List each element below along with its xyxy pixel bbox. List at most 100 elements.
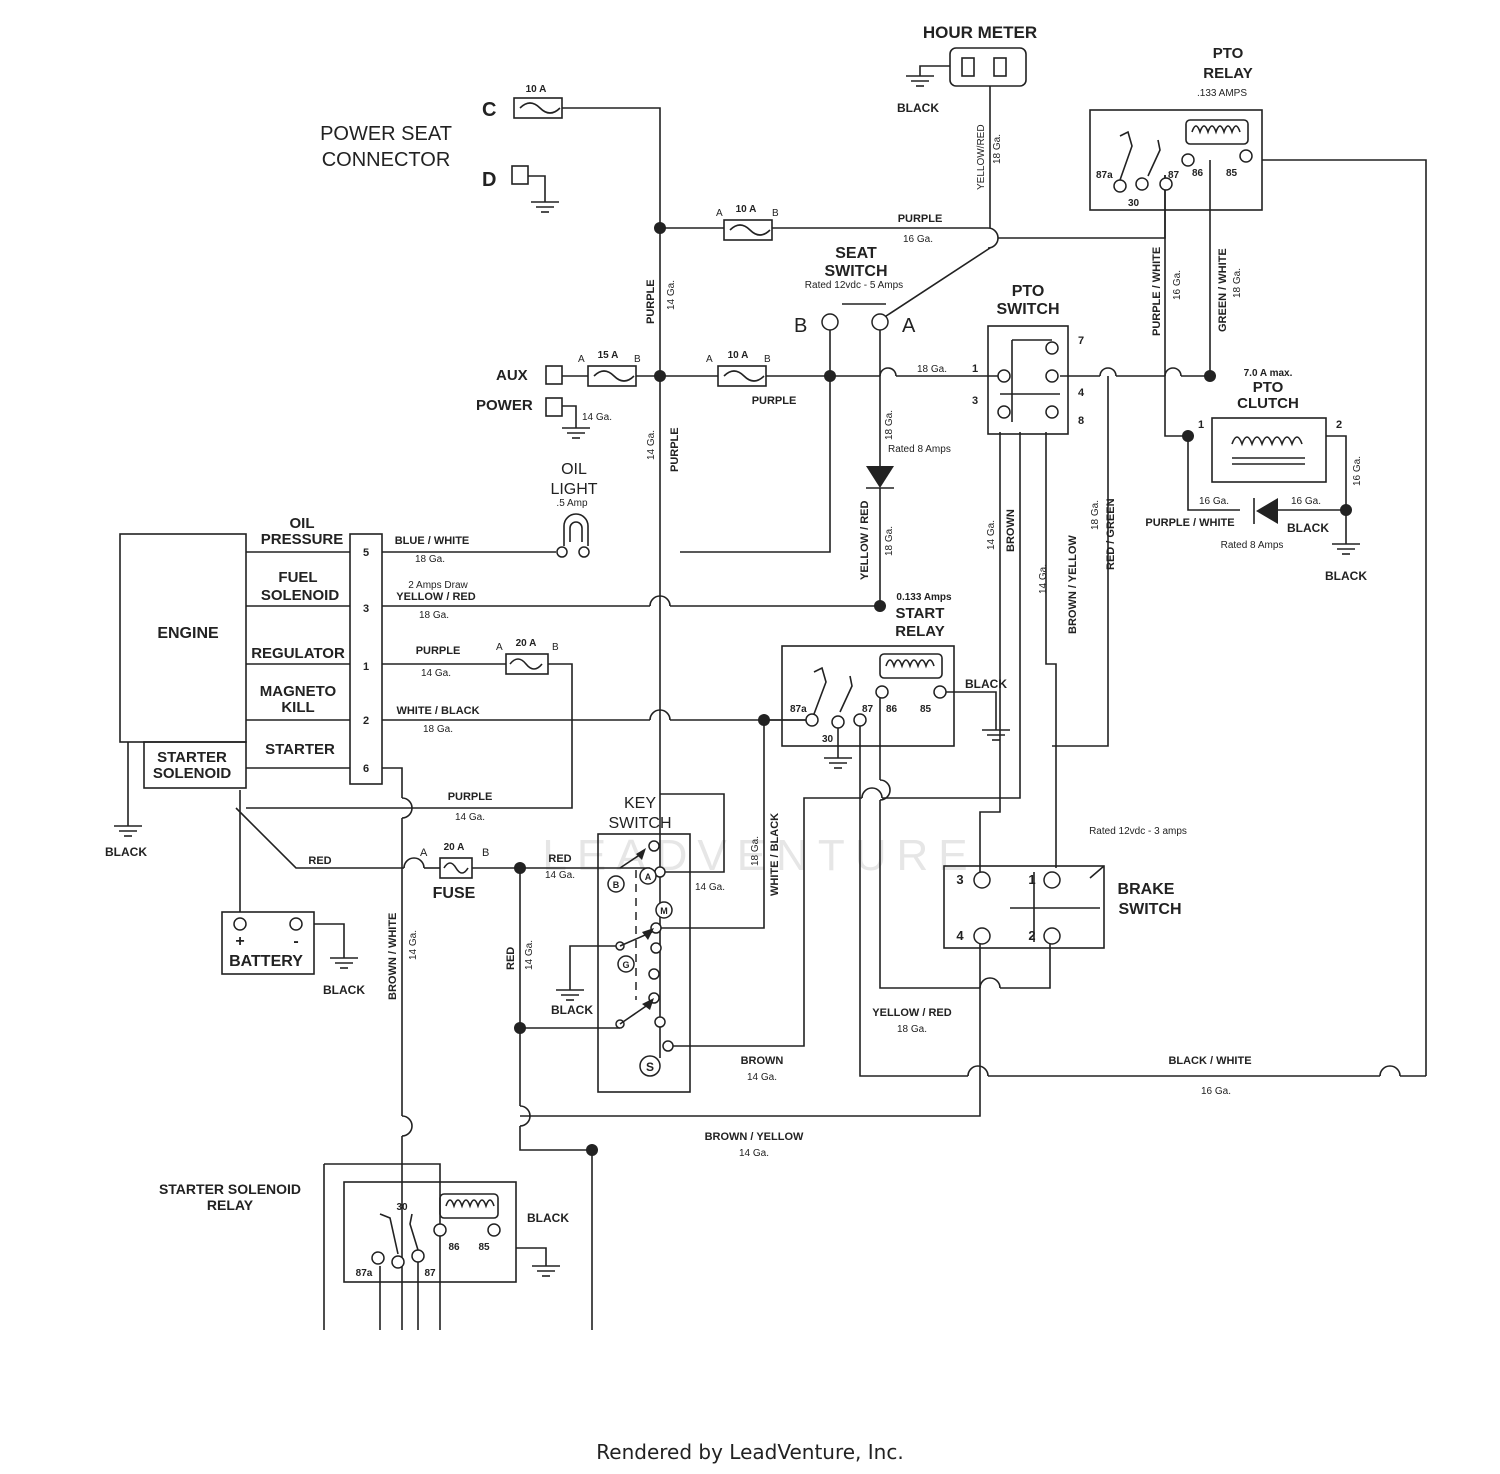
connector-pin: 3	[363, 603, 369, 615]
fuse-rating: 20 A	[516, 638, 537, 649]
terminal-label: 87a	[1096, 170, 1113, 181]
wire-yellow-red: YELLOW / RED	[396, 591, 476, 603]
fuse-10a-purple	[723, 219, 773, 241]
fuse-pin-a: A	[420, 847, 428, 859]
watermark: LEADVENTURE	[542, 831, 977, 880]
starter-solenoid-box	[143, 741, 247, 789]
gauge-label: 18 Ga.	[917, 364, 947, 375]
starter-solenoid-relay-label: RELAY	[207, 1197, 254, 1213]
diode-rating: Rated 8 Amps	[888, 444, 951, 455]
fuse-pin-a: A	[496, 642, 503, 653]
wire-purple: PURPLE	[448, 791, 493, 803]
fuse-10a-main	[717, 365, 767, 387]
start-relay-coil	[879, 653, 943, 679]
fuse-20a-main	[439, 857, 473, 879]
wire-yellow-red: YELLOW / RED	[859, 501, 871, 581]
key-switch-pos: S	[646, 1060, 654, 1074]
magneto-kill-label: KILL	[281, 699, 314, 716]
wire-purple-white: PURPLE / WHITE	[1145, 517, 1234, 529]
starter-label: STARTER	[265, 741, 335, 758]
gauge-label: 14 Ga.	[646, 430, 657, 460]
pto-relay-box	[1089, 109, 1263, 211]
pto-clutch-label: PTO	[1253, 379, 1284, 396]
seat-switch-label: SWITCH	[824, 263, 887, 280]
diode-pto	[1256, 498, 1278, 524]
wire-brown-yellow: BROWN / YELLOW	[705, 1131, 804, 1143]
terminal-label: 1	[1198, 419, 1204, 431]
gauge-label: 16 Ga.	[1291, 496, 1321, 507]
fuse-pin-a: A	[578, 354, 585, 365]
pto-clutch-box	[1211, 417, 1327, 483]
gauge-label: 16 Ga.	[1201, 1086, 1231, 1097]
key-switch-pos: A	[645, 872, 652, 882]
gauge-label: 18 Ga.	[750, 836, 761, 866]
terminal-label: 8	[1078, 415, 1084, 427]
black-label: BLACK	[965, 677, 1007, 691]
draw-label: 2 Amps Draw	[408, 580, 468, 591]
terminal-label: 2	[1028, 928, 1035, 943]
key-switch-box	[597, 833, 691, 1093]
footer-credit: Rendered by LeadVenture, Inc.	[596, 1440, 904, 1464]
yellow-red-label: YELLOW/RED	[976, 124, 987, 190]
terminal-label: 86	[886, 704, 898, 715]
terminal-label: 87	[424, 1268, 436, 1279]
power-seat-label: POWER SEAT	[320, 123, 452, 145]
key-switch-label: KEY	[624, 795, 656, 812]
terminal-label: 4	[956, 928, 964, 943]
gauge-label: 14 Ga.	[582, 412, 612, 423]
terminal-label: 85	[478, 1242, 490, 1253]
pto-relay-amps: .133 AMPS	[1197, 88, 1247, 99]
gauge-label: 14 Ga.	[545, 870, 575, 881]
battery-label: BATTERY	[229, 953, 303, 970]
gauge-label: 18 Ga.	[1232, 268, 1243, 298]
gauge-label: 14 Ga.	[1038, 564, 1049, 594]
gauge-label: 14 Ga.	[524, 940, 535, 970]
terminal-label: 87	[1168, 170, 1180, 181]
diode-seat	[866, 466, 894, 488]
oil-pressure-label: PRESSURE	[261, 531, 344, 548]
black-label: BLACK	[1325, 569, 1367, 583]
gauge-label: 16 Ga.	[1352, 456, 1363, 486]
pin-d-label: D	[482, 169, 496, 191]
oil-light-label: LIGHT	[550, 481, 597, 498]
magneto-kill-label: MAGNETO	[260, 683, 337, 700]
gauge-label: 18 Ga.	[884, 410, 895, 440]
connector-pin: 5	[363, 547, 369, 559]
wire-brown: BROWN	[1005, 509, 1017, 552]
terminal-label: 30	[1128, 198, 1140, 209]
wire-green-white: GREEN / WHITE	[1217, 248, 1229, 332]
terminal-label: 30	[822, 734, 834, 745]
wire-purple: PURPLE	[645, 279, 657, 324]
wire-blue-white: BLUE / WHITE	[395, 535, 470, 547]
aux-label: AUX	[496, 367, 528, 384]
black-label: BLACK	[527, 1211, 569, 1225]
oil-pressure-label: OIL	[290, 515, 315, 532]
fuse-rating: 20 A	[444, 842, 465, 853]
brake-switch-label: BRAKE	[1118, 881, 1175, 898]
wire-purple: PURPLE	[752, 395, 797, 407]
gauge-label: 18 Ga.	[415, 554, 445, 565]
terminal-label: 85	[1226, 168, 1238, 179]
power-seat-label: CONNECTOR	[322, 149, 451, 171]
gauge-label: 14 Ga.	[739, 1148, 769, 1159]
junction-dots	[514, 222, 1352, 1156]
key-switch-pos: M	[660, 906, 668, 916]
pto-switch-box	[987, 325, 1069, 435]
gauge-label: 18 Ga.	[419, 610, 449, 621]
terminal-label: 3	[972, 395, 978, 407]
battery-minus: -	[293, 933, 298, 950]
starter-solenoid-label: STARTER	[157, 749, 227, 766]
wiring-diagram: LEADVENTURE	[105, 23, 1427, 1330]
gauge-label: 14 Ga.	[455, 812, 485, 823]
fuel-solenoid-label: FUEL	[278, 569, 317, 586]
brake-switch-box	[943, 865, 1105, 949]
fuse-rating: 10 A	[728, 350, 749, 361]
wire-brown-white: BROWN / WHITE	[387, 913, 399, 1000]
starter-solenoid-relay-label: STARTER SOLENOID	[159, 1181, 301, 1197]
fuse-rating: 15 A	[598, 350, 619, 361]
diode-rating: Rated 8 Amps	[1221, 540, 1284, 551]
seat-switch-rating: Rated 12vdc - 5 Amps	[805, 280, 903, 291]
start-relay-label: START	[896, 605, 945, 622]
black-label: BLACK	[897, 101, 939, 115]
black-label: BLACK	[1287, 521, 1329, 535]
